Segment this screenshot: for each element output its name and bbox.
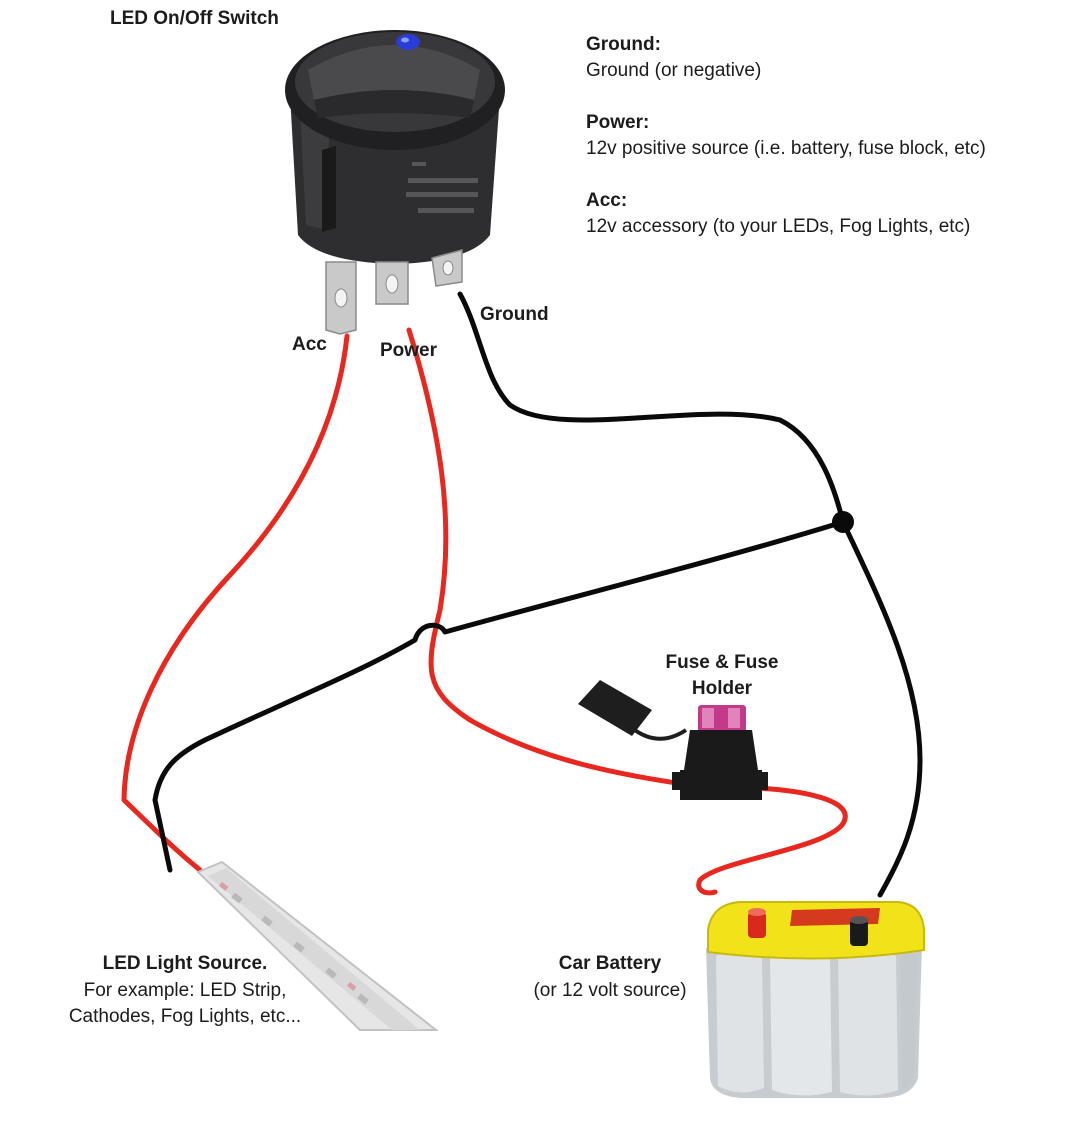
fuse-label-line1: Fuse & Fuse	[665, 652, 779, 673]
legend-power-desc: 12v positive source (i.e. battery, fuse …	[586, 138, 986, 159]
led-desc-line1: For example: LED Strip,	[83, 980, 287, 1001]
battery-subtitle: (or 12 volt source)	[533, 980, 687, 1001]
led-desc-line2: Cathodes, Fog Lights, etc...	[68, 1006, 302, 1027]
fuse-label-line2: Holder	[691, 678, 753, 699]
acc-terminal-label: Acc	[292, 334, 327, 355]
led-ground-wire	[152, 519, 846, 873]
rocker-switch	[285, 30, 505, 335]
fuse-battery-wire	[696, 785, 848, 896]
legend-power-title: Power:	[586, 112, 650, 133]
car-battery	[706, 901, 925, 1098]
ground-battery-wire	[840, 519, 923, 898]
legend-ground-desc: Ground (or negative)	[586, 60, 762, 81]
ground-wire	[457, 291, 846, 525]
led-strip	[196, 860, 439, 1031]
led-title: LED Light Source.	[102, 953, 268, 974]
legend-acc-title: Acc:	[586, 190, 628, 211]
legend-acc-desc: 12v accessory (to your LEDs, Fog Lights,…	[586, 216, 971, 237]
acc-wire	[121, 333, 350, 873]
legend-ground-title: Ground:	[586, 34, 661, 55]
wires	[121, 291, 923, 898]
ground-junction	[832, 511, 854, 533]
power-terminal-label: Power	[380, 340, 438, 361]
power-wire	[406, 327, 693, 788]
ground-terminal-label: Ground	[480, 304, 549, 325]
switch-label: LED On/Off Switch	[110, 8, 279, 29]
fuse-holder	[578, 680, 768, 800]
battery-title: Car Battery	[558, 953, 662, 974]
switch-terminals	[325, 249, 463, 335]
